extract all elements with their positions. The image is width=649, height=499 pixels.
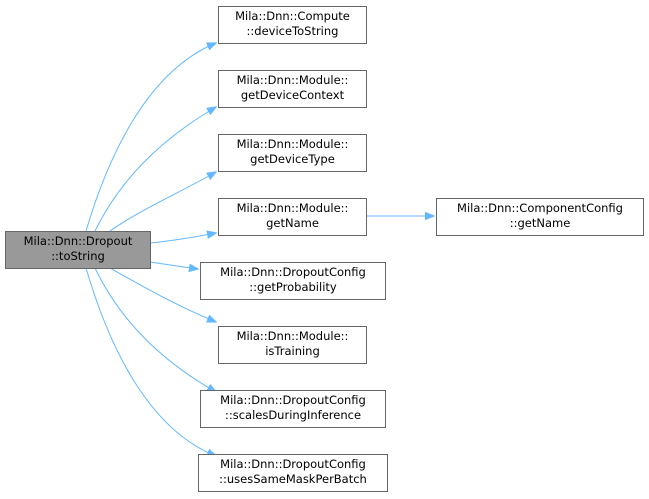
edge-root-to-n7 — [94, 267, 216, 392]
edge-root-to-n5 — [149, 261, 198, 269]
node-label-line: ::toString — [51, 249, 105, 263]
node-label-line: Mila::Dnn::Module:: — [237, 329, 349, 343]
node-label-line: ::getProbability — [249, 280, 337, 294]
node-label-line: Mila::Dnn::DropoutConfig — [220, 457, 366, 471]
node-box — [198, 454, 388, 492]
node-label-line: ::getName — [510, 216, 571, 230]
node-box — [218, 198, 367, 236]
node-label-line: ::scalesDuringInference — [225, 408, 361, 422]
node-label-line: Mila::Dnn::DropoutConfig — [220, 393, 366, 407]
node-n7[interactable]: Mila::Dnn::DropoutConfig::scalesDuringIn… — [200, 390, 386, 428]
node-label-line: ::deviceToString — [247, 24, 339, 38]
edge-root-to-n2 — [94, 107, 216, 232]
edge-root-to-n8 — [85, 267, 216, 456]
node-n3[interactable]: Mila::Dnn::Module::getDeviceType — [218, 134, 367, 172]
node-box — [218, 6, 367, 44]
node-n2[interactable]: Mila::Dnn::Module::getDeviceContext — [218, 70, 367, 108]
node-box — [200, 262, 386, 300]
node-root[interactable]: Mila::Dnn::Dropout::toString — [5, 231, 151, 269]
node-label-line: isTraining — [265, 344, 320, 358]
node-box — [218, 134, 367, 172]
node-n6[interactable]: Mila::Dnn::Module::isTraining — [218, 326, 367, 364]
node-label-line: getName — [266, 216, 319, 230]
node-n1[interactable]: Mila::Dnn::Compute::deviceToString — [218, 6, 367, 44]
node-label-line: Mila::Dnn::Compute — [235, 9, 350, 23]
node-label-line: getDeviceContext — [241, 88, 345, 102]
node-n8[interactable]: Mila::Dnn::DropoutConfig::usesSameMaskPe… — [198, 454, 388, 492]
edge-root-to-n4 — [149, 233, 216, 244]
node-label-line: getDeviceType — [250, 152, 335, 166]
node-n9[interactable]: Mila::Dnn::ComponentConfig::getName — [436, 198, 644, 236]
node-box — [218, 326, 367, 364]
edge-root-to-n1 — [85, 43, 216, 232]
node-label-line: Mila::Dnn::Dropout — [24, 234, 133, 248]
node-label-line: Mila::Dnn::Module:: — [237, 73, 349, 87]
node-box — [5, 231, 151, 269]
edge-root-to-n6 — [109, 267, 216, 322]
node-label-line: Mila::Dnn::ComponentConfig — [457, 201, 623, 215]
edges-layer — [85, 43, 434, 456]
node-box — [218, 70, 367, 108]
node-box — [200, 390, 386, 428]
node-n4[interactable]: Mila::Dnn::Module::getName — [218, 198, 367, 236]
node-label-line: Mila::Dnn::Module:: — [237, 137, 349, 151]
node-box — [436, 198, 644, 236]
node-n5[interactable]: Mila::Dnn::DropoutConfig::getProbability — [200, 262, 386, 300]
edge-root-to-n3 — [109, 172, 216, 232]
node-label-line: ::usesSameMaskPerBatch — [219, 472, 367, 486]
node-label-line: Mila::Dnn::DropoutConfig — [220, 265, 366, 279]
node-label-line: Mila::Dnn::Module:: — [237, 201, 349, 215]
nodes-layer: Mila::Dnn::Dropout::toString Mila::Dnn::C… — [5, 6, 644, 492]
